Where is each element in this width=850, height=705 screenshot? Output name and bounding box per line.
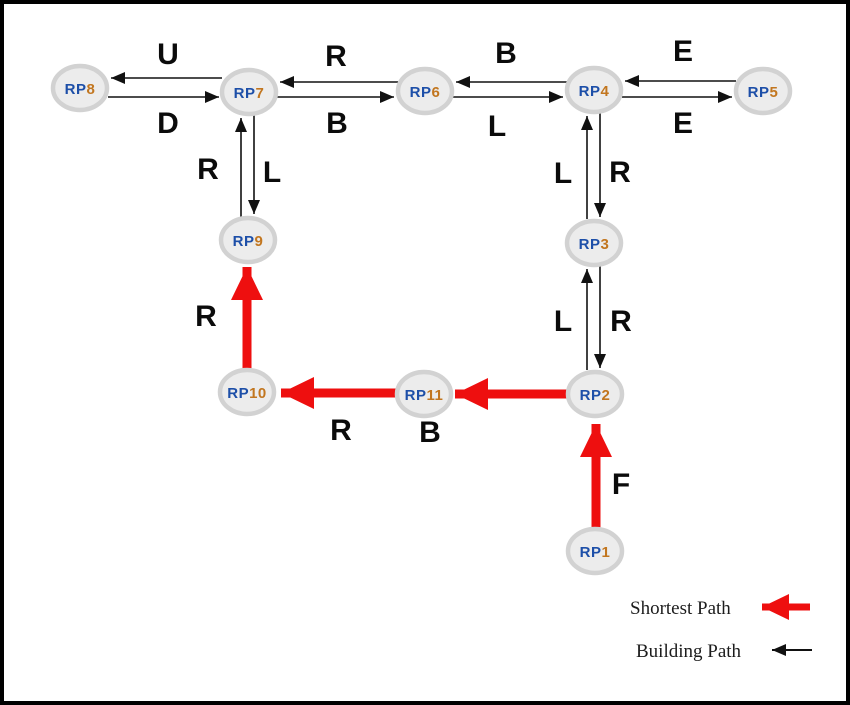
building-path-edges [108, 72, 736, 370]
node-rp7: RP7 [219, 67, 279, 117]
node-rp8: RP8 [50, 63, 110, 113]
graph-nodes: RP8 RP7 RP6 RP4 RP5 RP9 RP3 RP10 [50, 63, 793, 576]
node-rp6-prefix: RP [410, 84, 432, 101]
node-rp3-prefix: RP [579, 236, 601, 253]
svg-text:RP2: RP2 [580, 387, 611, 404]
svg-text:RP4: RP4 [579, 83, 610, 100]
node-rp1: RP1 [565, 526, 625, 576]
edge-label-b-red: B [419, 416, 441, 449]
node-rp3: RP3 [564, 218, 624, 268]
shortest-path-edges [231, 267, 612, 528]
edge-label-u: U [157, 38, 179, 71]
node-rp6-num: 6 [432, 84, 441, 101]
edge-label-l-rp3rp4: L [554, 157, 572, 190]
node-rp11-prefix: RP [405, 387, 427, 404]
edge-label-e-bottom: E [673, 107, 693, 140]
edge-label-f: F [612, 468, 630, 501]
node-rp5: RP5 [733, 66, 793, 116]
edge-label-r-top: R [325, 40, 347, 73]
node-rp9: RP9 [218, 215, 278, 265]
node-rp10-prefix: RP [227, 385, 249, 402]
node-rp4-num: 4 [601, 83, 610, 100]
svg-text:RP6: RP6 [410, 84, 441, 101]
svg-text:RP3: RP3 [579, 236, 610, 253]
edge-label-l-rp7rp9: L [263, 156, 281, 189]
node-rp2: RP2 [565, 369, 625, 419]
edge-label-b-top: B [495, 37, 517, 70]
edge-label-r-red1: R [330, 414, 352, 447]
svg-text:RP7: RP7 [234, 85, 265, 102]
node-rp4: RP4 [564, 65, 624, 115]
svg-text:RP8: RP8 [65, 81, 96, 98]
node-rp1-prefix: RP [580, 544, 602, 561]
edge-label-e-top: E [673, 35, 693, 68]
node-rp7-prefix: RP [234, 85, 256, 102]
node-rp2-num: 2 [602, 387, 611, 404]
node-rp2-prefix: RP [580, 387, 602, 404]
legend-shortest-path-label: Shortest Path [630, 598, 731, 619]
svg-text:RP9: RP9 [233, 233, 264, 250]
node-rp5-num: 5 [770, 84, 779, 101]
node-rp10-num: 10 [249, 385, 267, 402]
node-rp9-num: 9 [255, 233, 264, 250]
edge-label-l-rp2rp3: L [554, 305, 572, 338]
edge-label-r-rp4rp3: R [609, 156, 631, 189]
edge-label-l-mid: L [488, 110, 506, 143]
node-rp8-num: 8 [87, 81, 96, 98]
node-rp8-prefix: RP [65, 81, 87, 98]
edge-label-b-mid: B [326, 107, 348, 140]
svg-text:RP11: RP11 [405, 387, 444, 404]
edge-label-r-rp3rp2: R [610, 305, 632, 338]
node-rp6: RP6 [395, 66, 455, 116]
edge-labels: U D R B B L E E R L L R L R F B R R [157, 35, 693, 501]
node-rp11-num: 11 [426, 387, 443, 404]
node-rp5-prefix: RP [748, 84, 770, 101]
node-rp3-num: 3 [601, 236, 610, 253]
node-rp1-num: 1 [602, 544, 611, 561]
edge-label-r-red2: R [195, 300, 217, 333]
node-rp7-num: 7 [256, 85, 265, 102]
legend: Shortest Path Building Path [630, 594, 812, 662]
svg-text:RP5: RP5 [748, 84, 779, 101]
node-rp4-prefix: RP [579, 83, 601, 100]
edge-label-d: D [157, 107, 179, 140]
node-rp10: RP10 [217, 367, 277, 417]
svg-text:RP10: RP10 [227, 385, 267, 402]
node-rp11: RP11 [394, 369, 454, 419]
node-rp9-prefix: RP [233, 233, 255, 250]
legend-building-path-label: Building Path [636, 641, 742, 662]
edge-label-r-rp9rp7: R [197, 153, 219, 186]
svg-text:RP1: RP1 [580, 544, 611, 561]
